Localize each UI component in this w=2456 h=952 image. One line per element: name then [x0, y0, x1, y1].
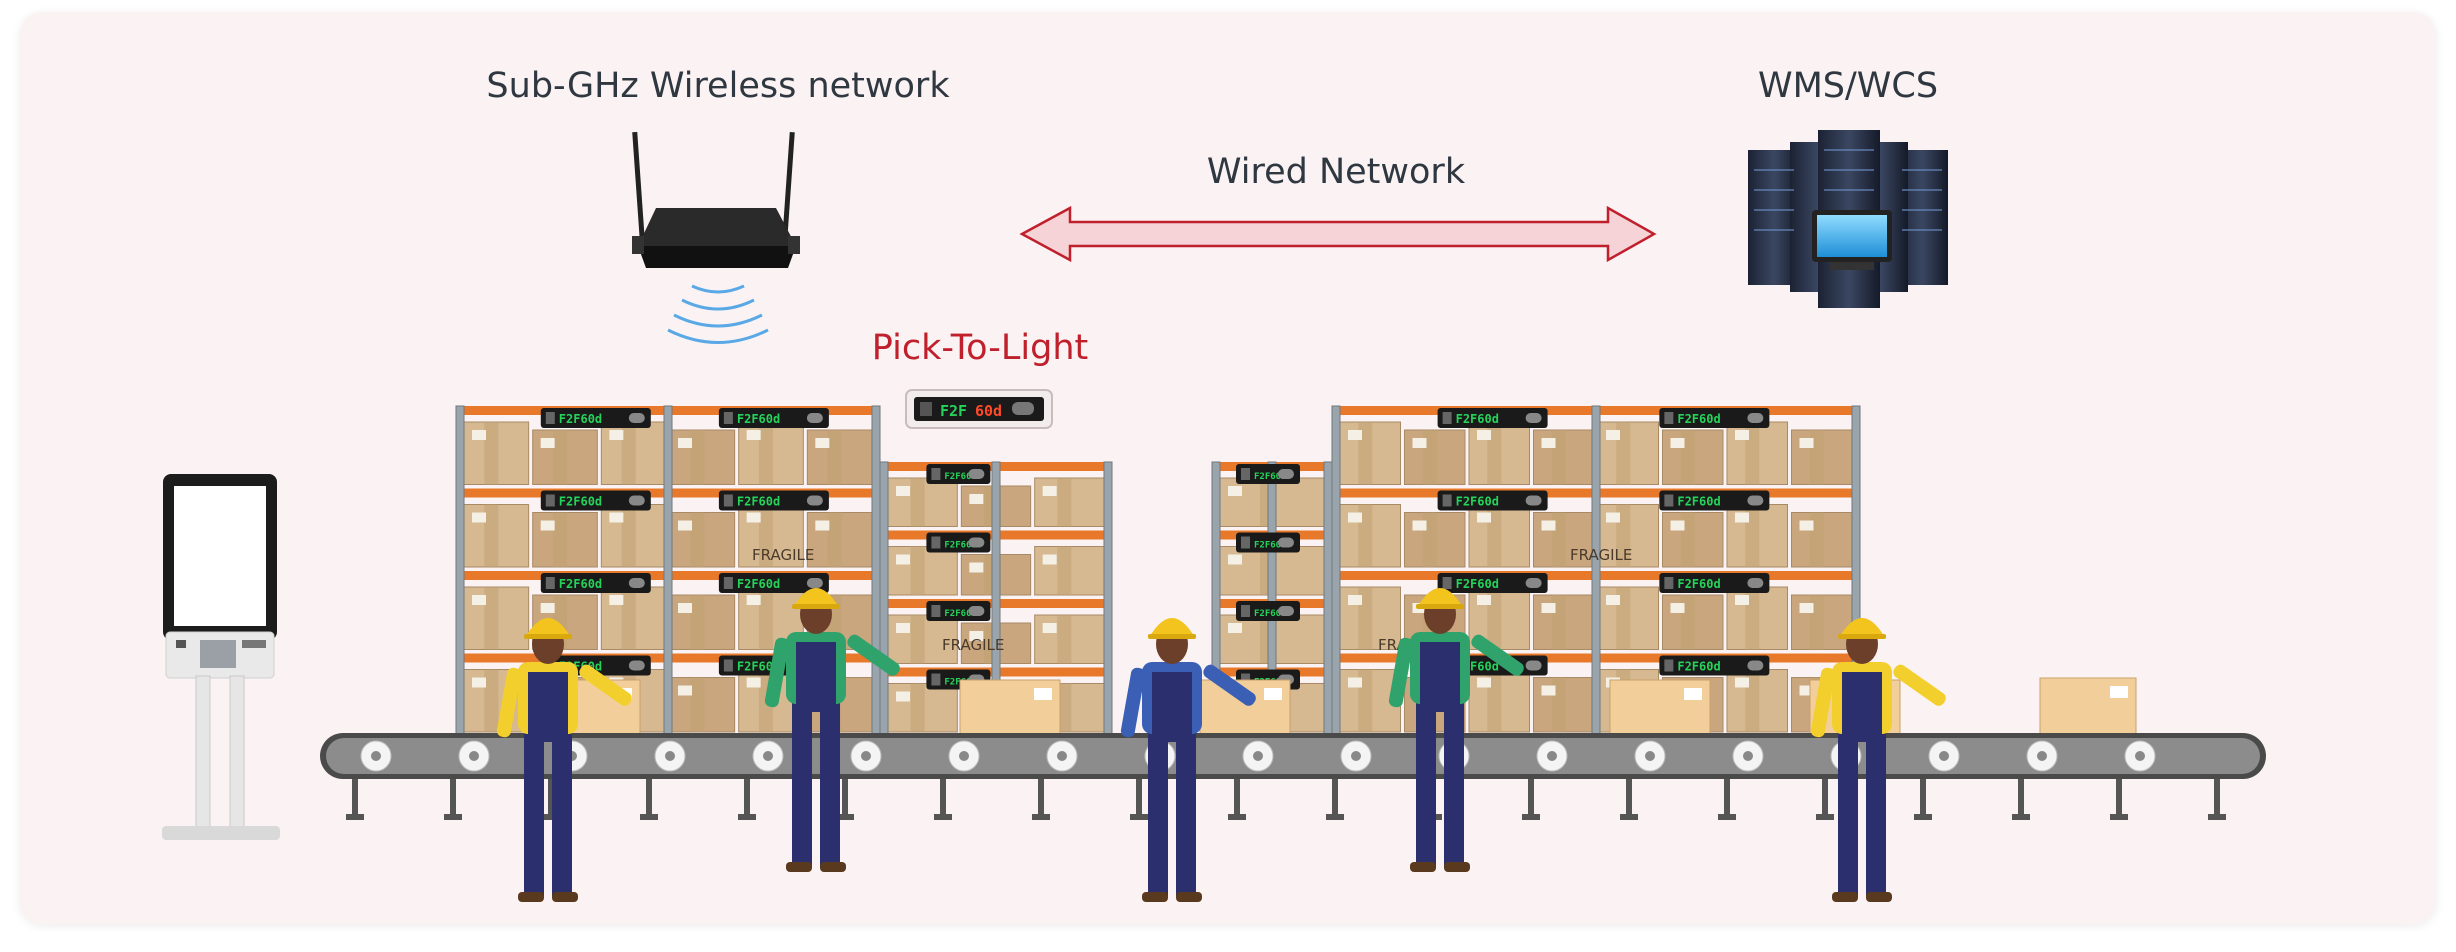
display-readout: F2F60d [1254, 541, 1287, 551]
hard-hat-icon [794, 588, 838, 606]
hard-hat-icon [1418, 588, 1462, 606]
display-readout: F2F60d [944, 609, 977, 619]
pick-to-light-display: F2F60d [718, 573, 829, 593]
pick-to-light-display: F2F60d [1437, 573, 1548, 593]
pick-to-light-display: F2F60d [926, 532, 991, 553]
wireless-network-label: Sub-GHz Wireless network [486, 66, 950, 106]
rack-upright [1331, 405, 1341, 767]
workers [496, 588, 1946, 902]
conveyor-leg [940, 776, 946, 818]
svg-text:60d: 60d [975, 402, 1002, 420]
pick-to-light-display-highlighted: F2F 60d [905, 389, 1053, 429]
display-readout: F2F60d [737, 577, 780, 591]
warehouse-worker [496, 618, 632, 902]
pick-to-light-display: F2F60d [1659, 573, 1770, 593]
conveyor-leg [548, 776, 554, 818]
conveyor-leg [1234, 776, 1240, 818]
conveyor-belt [320, 733, 2266, 820]
pick-to-light-label: Pick-To-Light [871, 328, 1089, 368]
conveyor-leg [1626, 776, 1632, 818]
warehouse-worker [1120, 618, 1256, 902]
display-readout: F2F60d [944, 472, 977, 482]
warehouse-worker [1810, 618, 1946, 902]
server-rack-icon [1748, 130, 1948, 308]
fragile-label: FRAGILE [752, 546, 814, 564]
display-readout: F2F60d [1456, 412, 1499, 426]
hard-hat-icon [526, 618, 570, 636]
hard-hat-icon [1840, 618, 1884, 636]
rack-upright [663, 405, 673, 767]
pick-to-light-display: F2F60d [540, 408, 651, 428]
conveyor-leg [1038, 776, 1044, 818]
display-readout: F2F60d [737, 660, 780, 674]
pick-to-light-display: F2F60d [540, 490, 651, 511]
conveyor-leg [2214, 776, 2220, 818]
conveyor-leg [1528, 776, 1534, 818]
pick-to-light-display: F2F60d [1236, 532, 1300, 553]
pick-to-light-display: F2F60d [540, 573, 651, 593]
display-readout: F2F60d [559, 577, 602, 591]
pick-to-light-display: F2F60d [1236, 464, 1300, 484]
display-readout: F2F60d [1677, 495, 1720, 509]
pick-to-light-display: F2F60d [1659, 490, 1770, 511]
rack-upright [871, 405, 881, 767]
display-readout: F2F60d [1456, 577, 1499, 591]
pick-to-light-display: F2F60d [718, 408, 829, 428]
hard-hat-icon [1150, 618, 1194, 636]
display-readout: F2F60d [1677, 412, 1720, 426]
pick-to-light-display: F2F60d [1659, 655, 1770, 676]
pick-to-light-display: F2F60d [926, 464, 991, 484]
svg-text:F2F: F2F [940, 402, 967, 420]
rack-upright [1323, 461, 1333, 767]
conveyor-leg [2116, 776, 2122, 818]
signal-waves-icon [667, 284, 769, 344]
conveyor-leg [1724, 776, 1730, 818]
display-readout: F2F60d [559, 412, 602, 426]
conveyor-leg [1920, 776, 1926, 818]
conveyor-leg [1822, 776, 1828, 818]
conveyor-leg [646, 776, 652, 818]
warehouse-worker [764, 588, 900, 872]
pick-to-light-display: F2F60d [718, 490, 829, 511]
wired-network-label: Wired Network [1206, 152, 1466, 192]
rack-upright [1591, 405, 1601, 767]
pick-to-light-display: F2F60d [1236, 601, 1300, 621]
conveyor-leg [1136, 776, 1142, 818]
conveyor-leg [842, 776, 848, 818]
warehouse-worker [1388, 588, 1524, 872]
pick-to-light-display: F2F60d [1437, 490, 1548, 511]
rack-upright [1103, 461, 1113, 767]
conveyor-leg [744, 776, 750, 818]
display-readout: F2F60d [1254, 609, 1287, 619]
fragile-label: FRAGILE [1570, 546, 1632, 564]
conveyor-leg [2018, 776, 2024, 818]
display-readout: F2F60d [1677, 577, 1720, 591]
conveyor-boxes [559, 677, 2137, 737]
display-readout: F2F60d [944, 541, 977, 551]
conveyor-leg [450, 776, 456, 818]
display-readout: F2F60d [737, 412, 780, 426]
display-readout: F2F60d [559, 495, 602, 509]
conveyor-leg [352, 776, 358, 818]
rack-upright [455, 405, 465, 767]
display-readout: F2F60d [1254, 472, 1287, 482]
pick-to-light-display: F2F60d [926, 601, 991, 621]
wired-network-arrow [1019, 205, 1657, 263]
display-readout: F2F60d [1456, 495, 1499, 509]
wms-wcs-label: WMS/WCS [1757, 66, 1939, 106]
pick-to-light-display: F2F60d [1437, 408, 1548, 428]
fragile-label: FRAGILE [942, 636, 1004, 654]
rack-upright [879, 461, 889, 767]
display-readout: F2F60d [737, 495, 780, 509]
wireless-gateway-icon [632, 131, 800, 268]
kiosk-terminal-icon [162, 474, 280, 840]
pick-to-light-display: F2F60d [1659, 408, 1770, 428]
display-readout: F2F60d [1677, 660, 1720, 674]
conveyor-leg [1332, 776, 1338, 818]
